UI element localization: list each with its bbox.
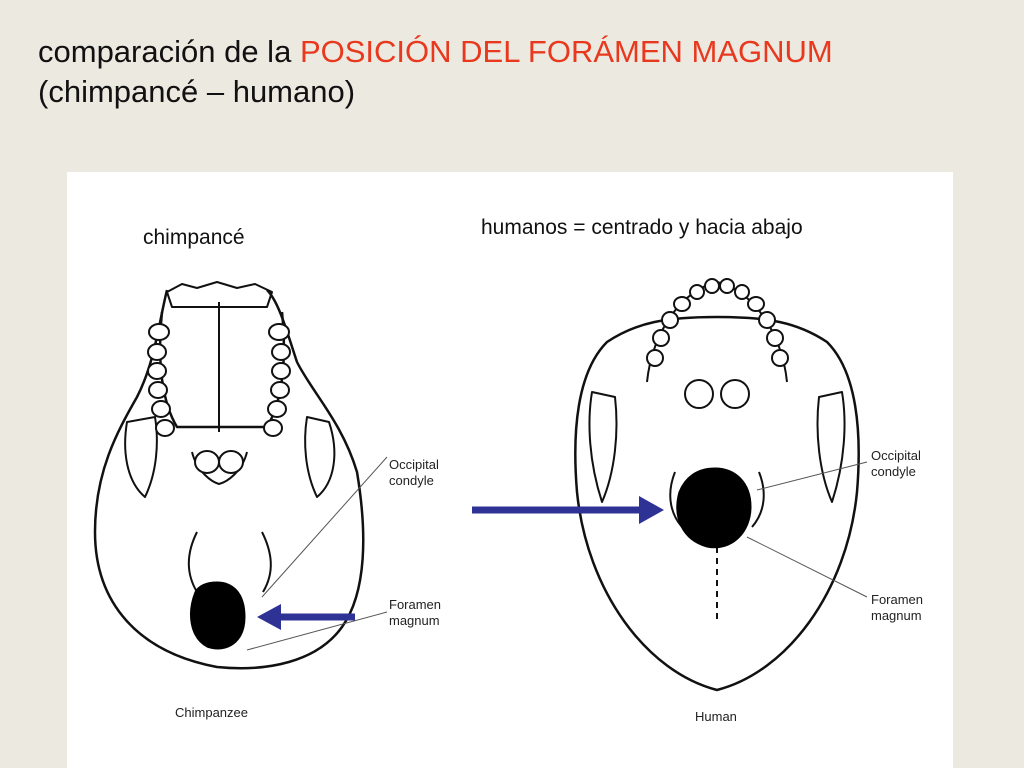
chimp-condyle-leader xyxy=(261,456,388,598)
human-foramen-callout: Foramen magnum xyxy=(871,592,923,624)
chimp-label: chimpancé xyxy=(143,226,245,249)
chimp-foramen-line1: Foramen xyxy=(389,597,442,612)
title-prefix: comparación de la xyxy=(38,34,300,69)
human-label: humanos = centrado y hacia abajo xyxy=(481,216,803,239)
chimp-teeth xyxy=(147,323,291,474)
human-condyle-leader xyxy=(756,461,868,491)
slide-title: comparación de la POSICIÓN DEL FORÁMEN M… xyxy=(38,32,998,112)
title-highlight: POSICIÓN DEL FORÁMEN MAGNUM xyxy=(299,34,833,69)
skull-diagram xyxy=(93,278,868,692)
human-condyle-line2: condyle xyxy=(871,464,916,479)
human-teeth xyxy=(646,278,789,409)
chimp-condyle-line2: condyle xyxy=(389,473,434,488)
human-condyle-line1: Occipital xyxy=(871,448,921,463)
figure-panel: chimpancé Occipital condyle Foramen magn… xyxy=(67,172,953,768)
human-arrow xyxy=(472,496,664,524)
human-caption: Human xyxy=(695,709,737,724)
human-foramen-line2: magnum xyxy=(871,608,922,623)
chimp-condyle-callout: Occipital condyle xyxy=(389,457,439,489)
chimp-arrow xyxy=(257,604,355,630)
human-condyle-callout: Occipital condyle xyxy=(871,448,921,480)
chimp-foramen-leader xyxy=(246,611,388,651)
chimp-caption: Chimpanzee xyxy=(175,705,248,720)
title-line2: (chimpancé – humano) xyxy=(38,74,356,109)
human-foramen-magnum xyxy=(676,467,752,549)
human-foramen-line1: Foramen xyxy=(871,592,924,607)
chimp-condyle-line1: Occipital xyxy=(389,457,439,472)
chimp-foramen-magnum xyxy=(190,581,246,650)
chimp-foramen-line2: magnum xyxy=(389,613,440,628)
chimp-foramen-callout: Foramen magnum xyxy=(389,597,441,629)
human-foramen-leader xyxy=(746,536,868,598)
